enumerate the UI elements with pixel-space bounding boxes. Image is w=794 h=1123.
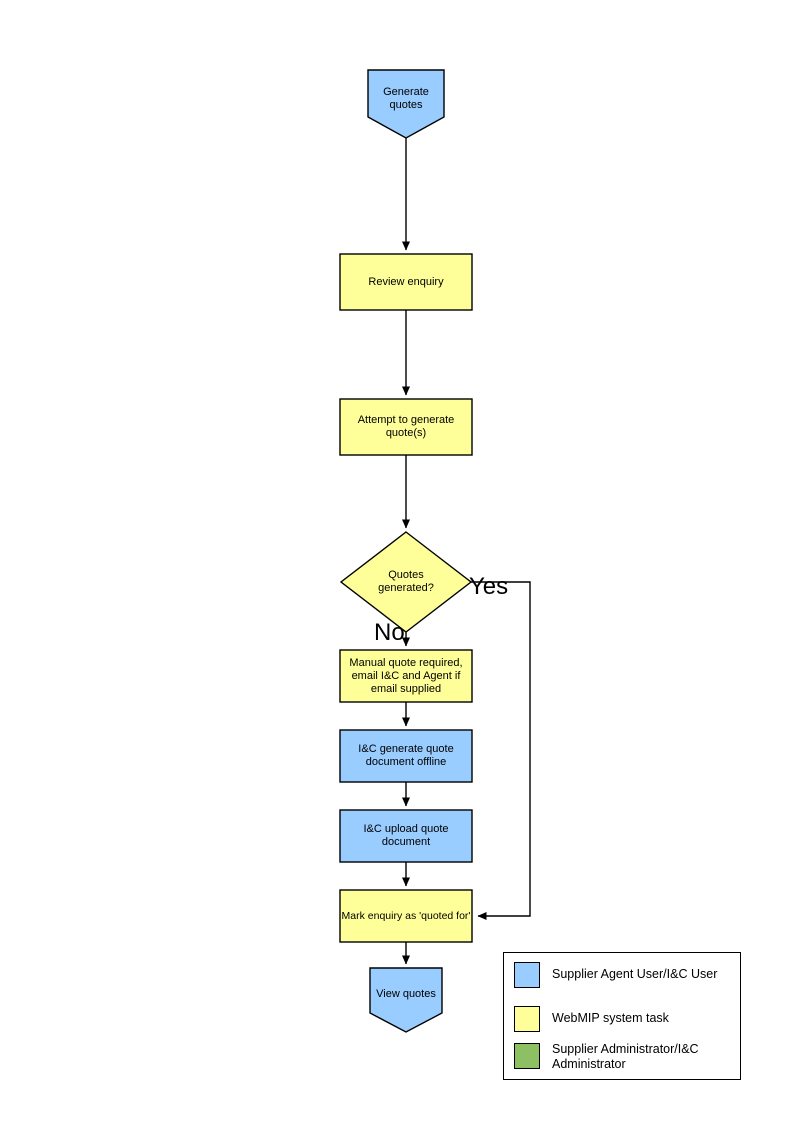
edge-label-yes: Yes — [469, 573, 509, 600]
node-manual-quote-required[interactable] — [339, 649, 473, 703]
node-generate-quotes[interactable] — [367, 69, 445, 139]
legend-item-supplier-administrator: Supplier Administrator/I&C Administrator — [504, 1042, 740, 1077]
legend-label-admin-task: Supplier Administrator/I&C Administrator — [552, 1042, 699, 1071]
legend-label-system-task: WebMIP system task — [552, 1011, 669, 1025]
node-view-quotes[interactable] — [369, 967, 443, 1033]
node-quotes-generated-decision[interactable] — [339, 531, 473, 633]
legend-item-supplier-agent-user: Supplier Agent User/I&C User — [504, 962, 740, 996]
connector-decision-yes-to-mark — [471, 581, 531, 920]
node-ic-generate-quote-document-offline[interactable] — [339, 729, 473, 783]
edge-label-no: No — [374, 619, 405, 646]
legend-swatch-system-task — [514, 1006, 540, 1032]
legend-swatch-admin-task — [514, 1043, 540, 1069]
legend-swatch-user-task — [514, 962, 540, 988]
node-ic-upload-quote-document[interactable] — [339, 809, 473, 863]
legend-item-webmip-system-task: WebMIP system task — [504, 1006, 740, 1040]
node-review-enquiry[interactable] — [339, 253, 473, 311]
legend-label-user-task: Supplier Agent User/I&C User — [552, 967, 718, 981]
legend-box: Supplier Agent User/I&C User WebMIP syst… — [503, 952, 741, 1080]
node-attempt-to-generate-quotes[interactable] — [339, 398, 473, 456]
node-mark-enquiry-as-quoted-for[interactable] — [339, 889, 473, 943]
